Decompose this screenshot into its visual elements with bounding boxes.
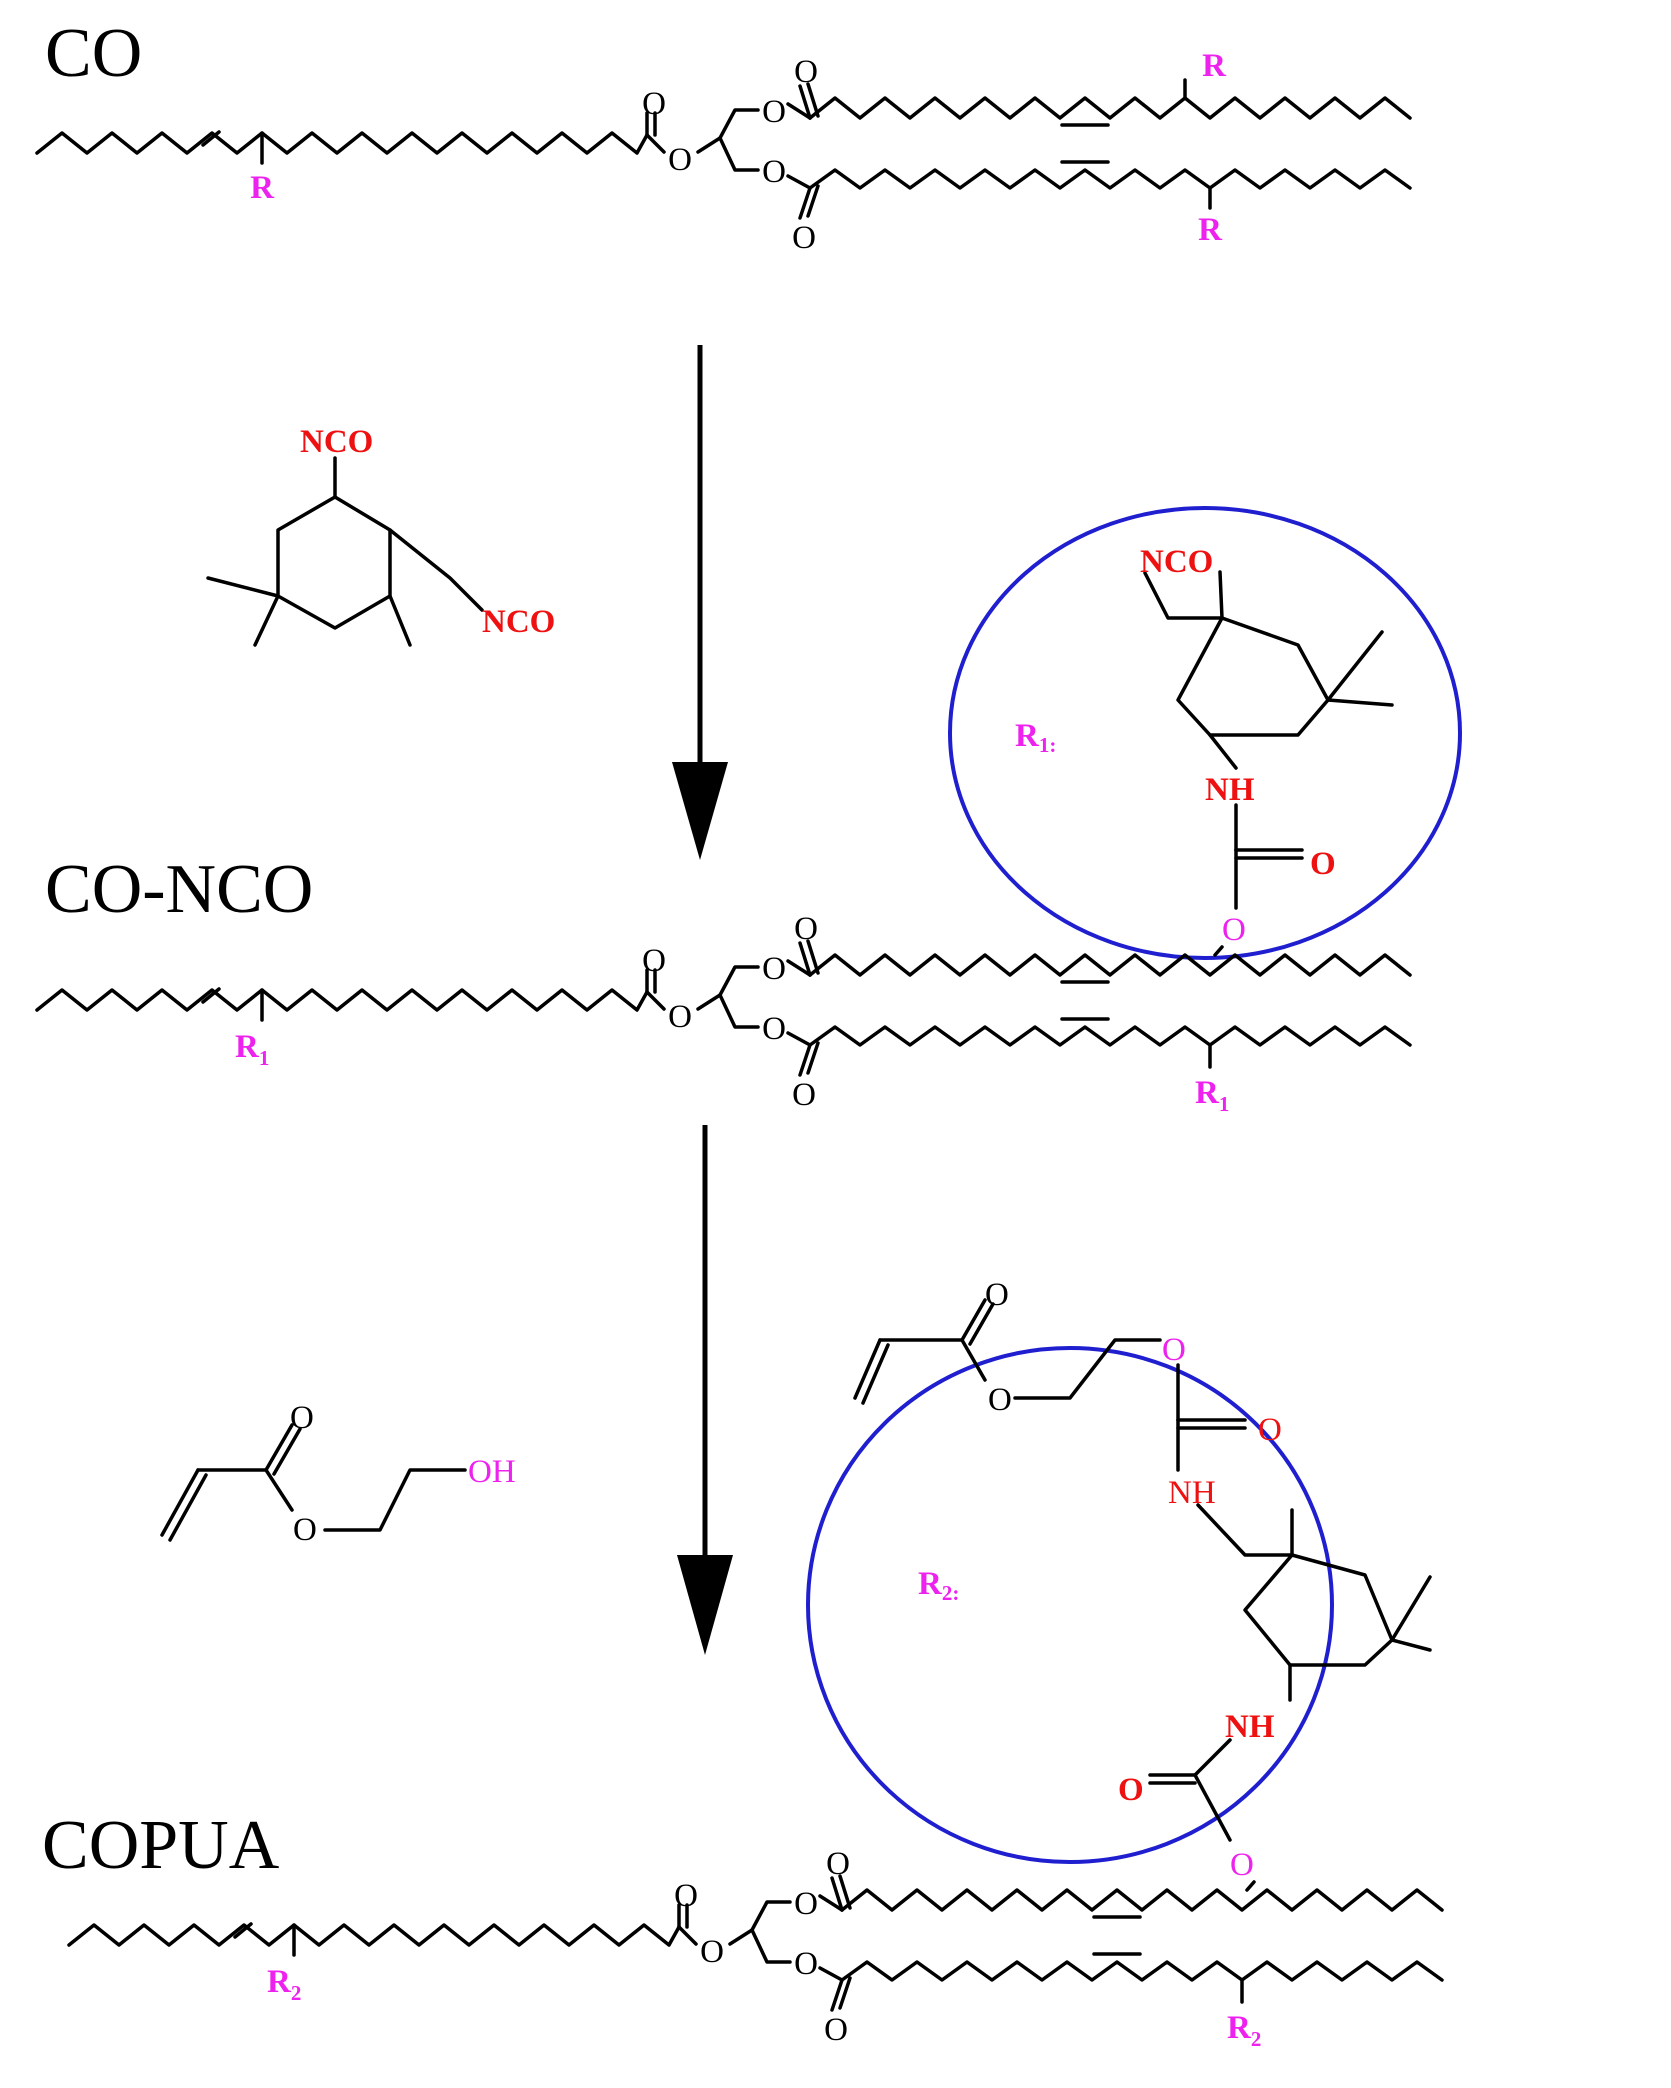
ester-oxygen: O bbox=[668, 999, 692, 1035]
reaction-arrow-1 bbox=[672, 345, 728, 860]
linking-oxygen: O bbox=[1230, 1847, 1254, 1883]
ester-oxygen: O bbox=[762, 154, 786, 190]
carbonyl-oxygen: O bbox=[792, 220, 816, 256]
substituent-bond bbox=[1213, 945, 1224, 957]
co-nco-molecule: O O O O O O R1 R1 bbox=[35, 911, 1412, 1116]
carbonyl-oxygen: O bbox=[290, 1400, 314, 1436]
nco-label: NCO bbox=[300, 424, 373, 460]
ester-oxygen: O bbox=[762, 94, 786, 130]
ester-oxygen: O bbox=[668, 142, 692, 178]
r1-label: R1: bbox=[1015, 718, 1056, 757]
highlight-circle bbox=[806, 1346, 1334, 1864]
carbamate-ether-oxygen: O bbox=[1162, 1332, 1186, 1368]
hea-reagent: O O OH bbox=[160, 1400, 516, 1548]
r-group-label: R1 bbox=[1195, 1075, 1229, 1116]
carbonyl-oxygen: O bbox=[1118, 1772, 1144, 1808]
r-group-label: R2 bbox=[1227, 2010, 1261, 2051]
carbonyl-oxygen: O bbox=[642, 943, 666, 979]
carbonyl-oxygen: O bbox=[674, 1878, 698, 1914]
highlight-circle bbox=[948, 506, 1462, 960]
ester-oxygen: O bbox=[700, 1934, 724, 1970]
r2-inset: R2: O O O O NH NH O O bbox=[806, 1277, 1432, 1883]
co-molecule: O O O O O O R R R bbox=[35, 48, 1412, 256]
stage-co-nco: CO-NCO O O O O O O R1 R1 bbox=[35, 851, 1412, 1116]
nh-label: NH bbox=[1225, 1709, 1275, 1745]
ester-oxygen: O bbox=[988, 1382, 1012, 1418]
stage-title-copua: COPUA bbox=[42, 1807, 280, 1884]
triglyceride-skeleton bbox=[35, 82, 1412, 220]
carbonyl-oxygen: O bbox=[792, 1077, 816, 1113]
substituent-bond bbox=[1245, 1880, 1256, 1892]
carbonyl-oxygen: O bbox=[824, 2012, 848, 2048]
reaction-arrow-2 bbox=[677, 1125, 733, 1655]
r-group-label: R bbox=[1198, 212, 1223, 248]
carbonyl-oxygen: O bbox=[985, 1277, 1009, 1313]
ester-oxygen: O bbox=[794, 1886, 818, 1922]
copua-molecule: O O O O O O R2 R2 bbox=[67, 1846, 1444, 2051]
nh-label: NH bbox=[1205, 772, 1255, 808]
nco-label: NCO bbox=[1140, 544, 1213, 580]
ester-oxygen: O bbox=[762, 1011, 786, 1047]
nco-label: NCO bbox=[482, 604, 555, 640]
stage-copua: COPUA O O O O O O R2 R2 bbox=[42, 1807, 1444, 2051]
r-group-label: R1 bbox=[235, 1029, 269, 1070]
ester-oxygen: O bbox=[794, 1946, 818, 1982]
r-group-label: R2 bbox=[267, 1964, 301, 2005]
carbonyl-oxygen: O bbox=[642, 86, 666, 122]
nh-label: NH bbox=[1168, 1475, 1216, 1511]
stage-co: CO O O O O O O R R R bbox=[35, 15, 1412, 256]
carbonyl-oxygen: O bbox=[1310, 846, 1336, 882]
r-group-label: R bbox=[250, 170, 275, 206]
carbonyl-oxygen: O bbox=[794, 54, 818, 90]
carbamate-carbonyl-oxygen: O bbox=[1258, 1412, 1282, 1448]
stage-title-co-nco: CO-NCO bbox=[45, 851, 313, 928]
r-group-label: R bbox=[1202, 48, 1227, 84]
r1-inset: R1: NCO NH O O bbox=[948, 506, 1462, 960]
linking-oxygen: O bbox=[1222, 912, 1246, 948]
stage-title-co: CO bbox=[45, 15, 142, 92]
r2-label: R2: bbox=[918, 1566, 959, 1605]
hydroxyl-label: OH bbox=[468, 1454, 516, 1490]
ester-oxygen: O bbox=[762, 951, 786, 987]
ipdi-reagent: NCO NCO bbox=[206, 424, 555, 647]
carbonyl-oxygen: O bbox=[794, 911, 818, 947]
carbonyl-oxygen: O bbox=[826, 1846, 850, 1882]
ester-oxygen: O bbox=[293, 1512, 317, 1548]
